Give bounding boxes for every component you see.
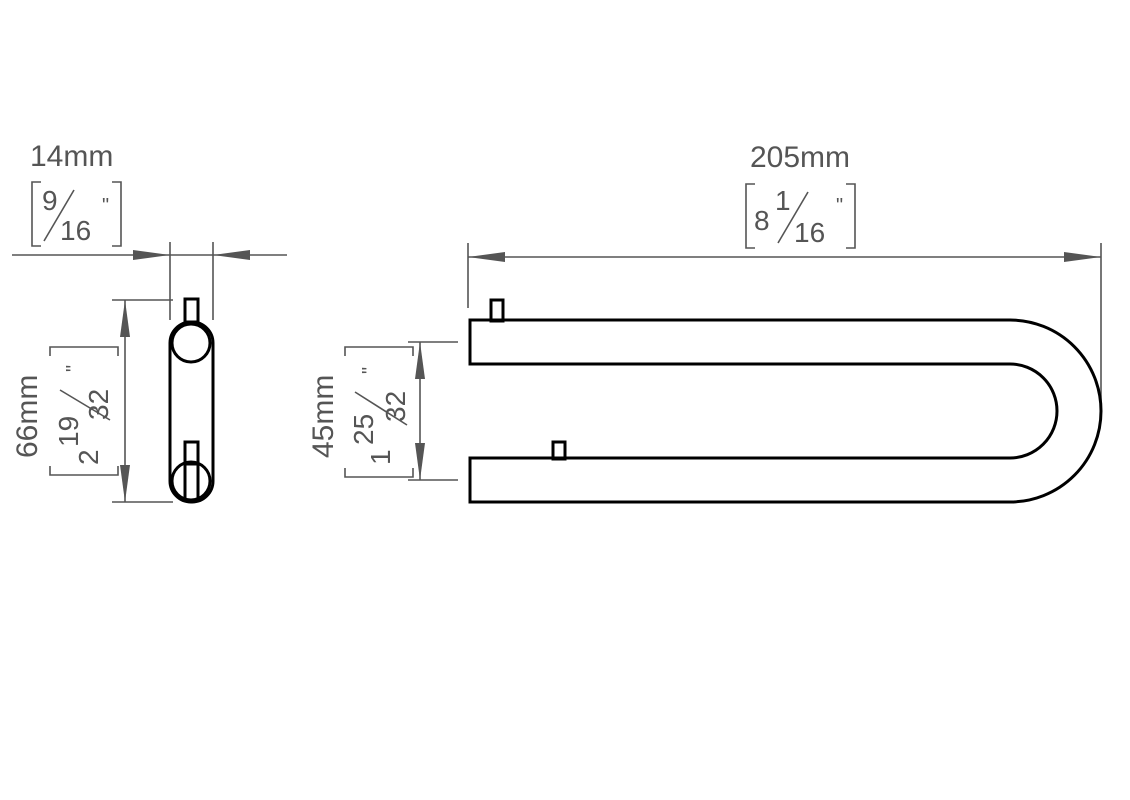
width-in-denominator: 16 <box>60 215 91 246</box>
side-view: 14mm 9 16 " 66mm 2 19 32 " <box>11 140 287 504</box>
spacing-in-whole: 1 <box>365 449 396 465</box>
spacing-in-denominator: 32 <box>380 391 411 422</box>
inch-bracket <box>49 346 119 476</box>
arrow-left-icon <box>468 252 505 262</box>
length-in-numerator: 1 <box>775 185 791 216</box>
arrow-up-icon <box>120 300 130 337</box>
height-in-denominator: 32 <box>83 389 114 420</box>
spacing-dimension: 45mm 1 25 32 " <box>307 341 458 481</box>
arrow-down-icon <box>120 465 130 502</box>
width-mm-label: 14mm <box>30 140 113 173</box>
arrow-left-icon <box>213 250 250 260</box>
inch-mark: " <box>63 365 85 372</box>
height-in-numerator: 19 <box>53 416 84 447</box>
width-dimension: 14mm 9 16 " <box>12 140 287 320</box>
length-dimension: 205mm 8 1 16 " <box>467 141 1102 411</box>
inch-bracket <box>31 181 122 247</box>
spacing-mm-label: 45mm <box>307 375 340 458</box>
length-in-whole: 8 <box>754 205 770 236</box>
arrow-down-icon <box>415 443 425 480</box>
height-dimension: 66mm 2 19 32 " <box>11 299 173 503</box>
inch-mark: " <box>836 195 843 217</box>
inch-mark: " <box>359 367 381 374</box>
height-mm-label: 66mm <box>11 375 44 458</box>
arrow-up-icon <box>415 342 425 379</box>
length-in-denominator: 16 <box>794 217 825 248</box>
front-view: 205mm 8 1 16 " 45mm 1 25 32 " <box>307 141 1103 504</box>
rail-side-profile <box>168 297 215 504</box>
u-shaped-rail <box>468 298 1103 504</box>
height-in-whole: 2 <box>73 449 104 465</box>
inch-bracket <box>745 183 856 249</box>
inch-bracket <box>344 346 414 478</box>
length-mm-label: 205mm <box>750 141 850 174</box>
width-in-numerator: 9 <box>42 185 58 216</box>
arrow-right-icon <box>1064 252 1101 262</box>
arrow-right-icon <box>133 250 170 260</box>
spacing-in-numerator: 25 <box>348 414 379 445</box>
inch-mark: " <box>102 195 109 217</box>
